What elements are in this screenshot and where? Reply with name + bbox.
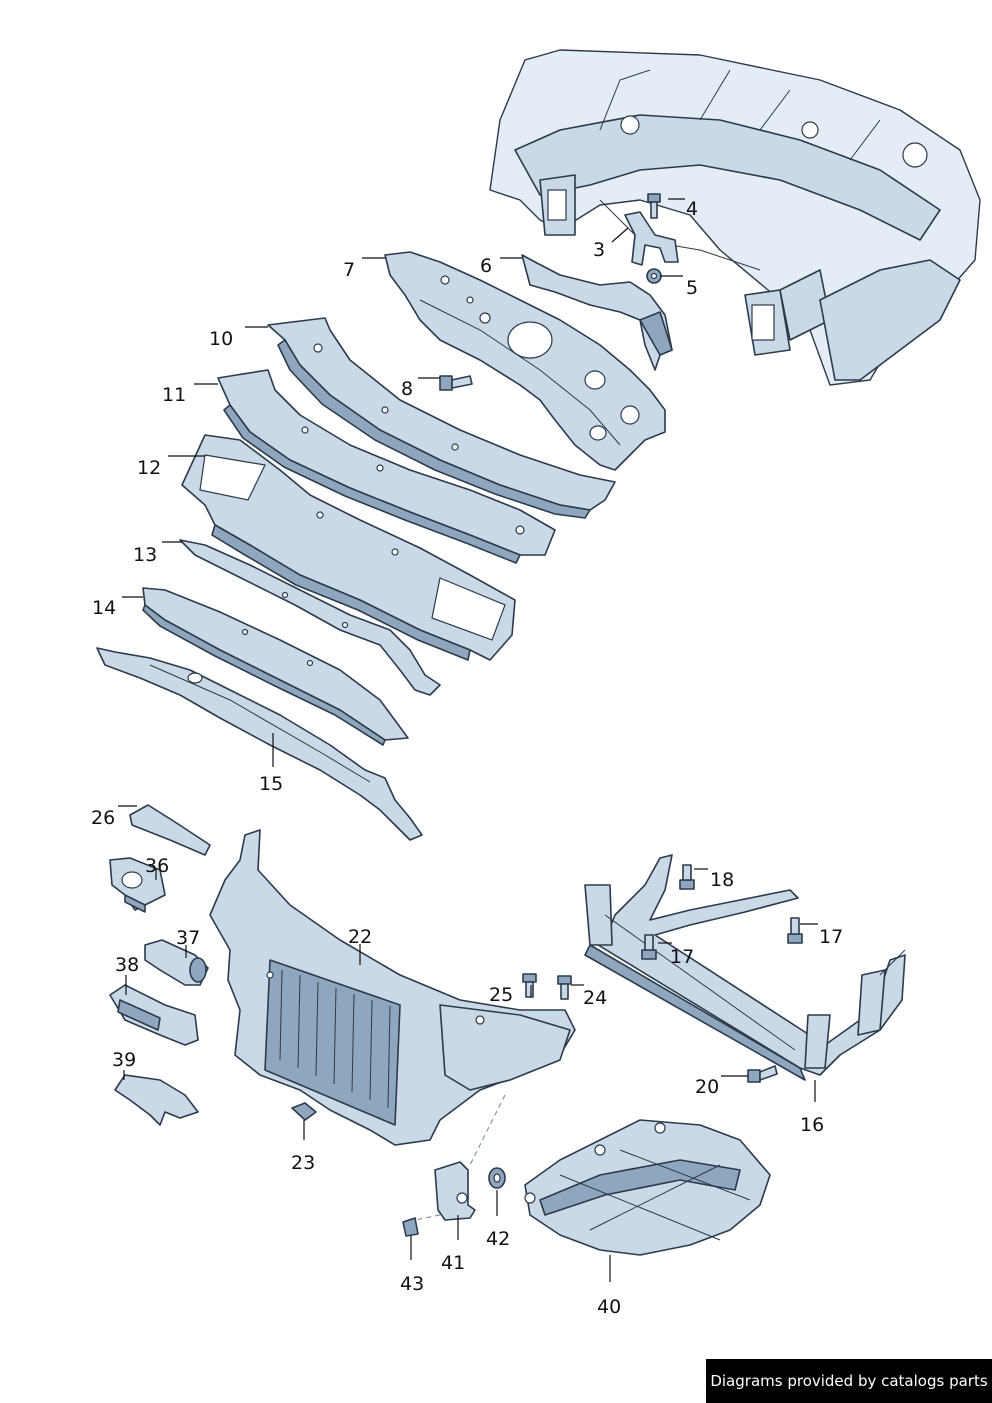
callout-7: 7: [343, 259, 355, 281]
callout-43: 43: [400, 1273, 424, 1295]
nut-part-5: [646, 268, 662, 284]
callout-labels: 3 4 5 6 7 8 10 11 12 13 14 15 16 17 17 1…: [91, 198, 843, 1318]
air-duct-part-38: [109, 984, 199, 1046]
bracket-part-36: [109, 857, 166, 913]
callout-17-right: 17: [819, 926, 843, 948]
callout-24: 24: [583, 987, 607, 1009]
air-duct-part-37: [144, 939, 209, 986]
air-guide-part-26: [129, 804, 211, 856]
bracket-part-6: [521, 254, 673, 371]
callout-12: 12: [137, 457, 161, 479]
callout-36: 36: [145, 855, 169, 877]
callout-17-left: 17: [670, 946, 694, 968]
bracket-part-41: [434, 1161, 476, 1221]
callout-14: 14: [92, 597, 116, 619]
watermark-credit: Diagrams provided by catalogs parts: [706, 1359, 992, 1403]
screw-part-8: [439, 375, 473, 391]
assembly-line: [414, 1094, 506, 1221]
air-duct-part-39: [114, 1074, 199, 1126]
callout-3: 3: [593, 239, 605, 261]
callout-25: 25: [489, 984, 513, 1006]
plenum-panel-part-11: [217, 369, 556, 564]
vehicle-front-body-section: [489, 49, 981, 386]
callout-23: 23: [291, 1152, 315, 1174]
callout-22: 22: [348, 926, 372, 948]
leader-lines: [118, 198, 818, 1282]
nut-part-42: [488, 1167, 506, 1189]
callout-15: 15: [259, 773, 283, 795]
callout-4: 4: [686, 198, 698, 220]
callout-42: 42: [486, 1228, 510, 1250]
callout-5: 5: [686, 277, 698, 299]
callout-38: 38: [115, 954, 139, 976]
clip-part-43: [402, 1217, 419, 1237]
callout-41: 41: [441, 1252, 465, 1274]
cross-member-part-15: [96, 647, 423, 841]
bracket-part-3: [624, 211, 679, 266]
callout-6: 6: [480, 255, 492, 277]
bolt-part-17-left: [641, 934, 657, 960]
cowl-panel-part-12: [181, 434, 516, 661]
callout-37: 37: [176, 927, 200, 949]
bolt-part-20: [747, 1065, 778, 1083]
clip-part-23: [291, 1102, 317, 1121]
callout-8: 8: [401, 378, 413, 400]
bolt-part-25: [522, 973, 537, 998]
callout-16: 16: [800, 1114, 824, 1136]
underbody-shield-part-40: [524, 1119, 771, 1256]
callout-10: 10: [209, 328, 233, 350]
bolt-part-24: [557, 975, 572, 1000]
front-end-carrier-part-22: [209, 829, 576, 1146]
bolt-part-18: [679, 864, 695, 890]
cross-member-part-14: [142, 587, 409, 746]
subframe-part-16: [584, 854, 906, 1081]
callout-26: 26: [91, 807, 115, 829]
callout-20: 20: [695, 1076, 719, 1098]
cross-member-part-13: [179, 539, 441, 696]
callout-39: 39: [112, 1049, 136, 1071]
callout-18: 18: [710, 869, 734, 891]
bulkhead-panel-part-7: [384, 251, 666, 471]
callout-13: 13: [133, 544, 157, 566]
callout-40: 40: [597, 1296, 621, 1318]
bolt-part-4: [647, 193, 661, 219]
bolt-part-17-right: [787, 917, 803, 944]
callout-11: 11: [162, 384, 186, 406]
plenum-panel-part-10: [267, 317, 616, 519]
